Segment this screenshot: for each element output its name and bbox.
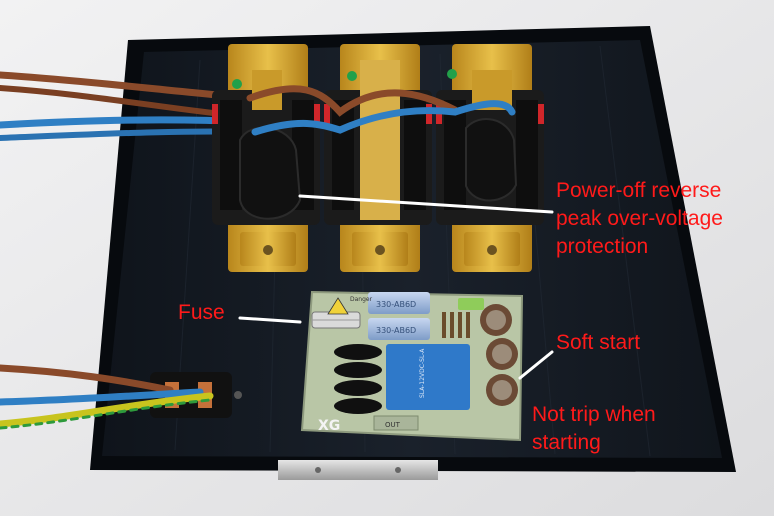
outlet-1 — [212, 44, 320, 272]
out-terminal — [373, 415, 419, 431]
no-trip-annotation-line-2: starting — [532, 431, 601, 454]
brand-mark: XG — [318, 418, 340, 434]
soft-start-annotation: Soft start — [556, 331, 641, 354]
no-trip-annotation-line-1: Not trip when — [532, 403, 656, 426]
fuse-annotation: Fuse — [178, 301, 225, 324]
outlet-2 — [324, 44, 432, 272]
input-wires-bottom — [0, 364, 214, 430]
out-label: OUT — [385, 421, 401, 429]
electrolytic-capacitors — [480, 304, 518, 406]
relay — [386, 344, 470, 410]
black-varistors — [334, 344, 382, 414]
relay-label: SLA-12VDC-SL-A — [419, 348, 426, 398]
soft-start-pcb: 330-AB6D 330-AB6D Danger SLA-12VDC-SL-A — [300, 290, 524, 442]
protection-callout-line — [298, 194, 554, 214]
protection-annotation-line-2: peak over-voltage — [556, 207, 723, 230]
danger-label: Danger — [350, 296, 373, 303]
resistors — [442, 312, 470, 338]
outlet-3 — [436, 44, 544, 272]
capacitor-label-1: 330-AB6D — [376, 300, 416, 309]
x-capacitor-1 — [368, 292, 430, 314]
jumper-wires — [246, 85, 516, 136]
capacitor-label-2: 330-AB6D — [376, 326, 416, 335]
green-capacitor — [458, 298, 484, 310]
danger-triangle-icon — [327, 297, 349, 315]
protection-annotation-line-1: Power-off reverse — [556, 179, 722, 202]
aluminum-bar — [278, 460, 438, 480]
protection-annotation-line-3: protection — [556, 235, 649, 258]
fuse-callout-line — [238, 316, 302, 324]
soft-start-callout-line — [518, 350, 554, 380]
callout-lines — [238, 194, 554, 380]
x-capacitor-2 — [368, 318, 430, 340]
